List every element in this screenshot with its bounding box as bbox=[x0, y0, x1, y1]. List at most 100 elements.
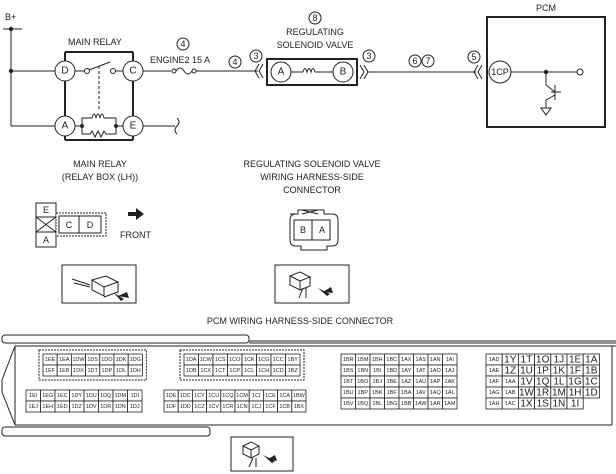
pin-label: 1BZ bbox=[288, 368, 299, 374]
valve-connector-shell bbox=[289, 209, 339, 251]
pin-label: 1BW bbox=[293, 393, 306, 399]
pin-label: 1D bbox=[585, 388, 598, 399]
pin-label: 1AO bbox=[430, 368, 442, 374]
pin-label: 1J bbox=[554, 355, 565, 366]
fuse-terminal bbox=[191, 68, 197, 74]
pin-label: 1CZ bbox=[194, 404, 205, 410]
pin-cell bbox=[127, 400, 143, 413]
pin-label: 1CW bbox=[200, 357, 213, 363]
fuse-terminal bbox=[171, 68, 177, 74]
pin-label: 1BS bbox=[343, 368, 354, 374]
pin-cell bbox=[566, 397, 584, 410]
pin-label: 1CS bbox=[215, 357, 226, 363]
pin-label: 1AK bbox=[445, 379, 456, 385]
connector-sketch bbox=[71, 275, 120, 298]
relay-pin-e-label: E bbox=[130, 121, 137, 132]
pin-label: 1U bbox=[520, 366, 533, 377]
pin-label: 1AX bbox=[401, 357, 412, 363]
pin-label: 1DM bbox=[114, 393, 126, 399]
pin-label: 1AP bbox=[430, 379, 441, 385]
pin-label: 1F bbox=[569, 366, 581, 377]
relay-coil-icon bbox=[82, 113, 116, 119]
valve-label: REGULATING bbox=[286, 27, 344, 37]
pin-label: 1BX bbox=[294, 404, 305, 410]
pin-label: 1DO bbox=[101, 357, 113, 363]
pin-label: 1AQ bbox=[430, 390, 442, 396]
callout-4 bbox=[176, 37, 190, 51]
pin-cell bbox=[291, 400, 307, 413]
housing-tab bbox=[1, 345, 16, 426]
pin-label: 1AW bbox=[415, 401, 428, 407]
pin-label: 1AN bbox=[430, 357, 441, 363]
pin-label: 1ED bbox=[57, 404, 68, 410]
pin-label: 1BJ bbox=[373, 379, 383, 385]
main-relay-connector-title: MAIN RELAY bbox=[73, 159, 127, 169]
valve-label: SOLENOID VALVE bbox=[277, 40, 354, 50]
pin-label: 1CR bbox=[222, 404, 233, 410]
pin-label: 1DD bbox=[180, 404, 191, 410]
pin-label: 1DI bbox=[130, 393, 139, 399]
callout-7-label: 7 bbox=[425, 56, 430, 66]
pin-label: 1BI bbox=[373, 368, 382, 374]
pin-label: 1DN bbox=[115, 404, 126, 410]
pin-label: 1AB bbox=[505, 390, 516, 396]
pin-label: 1BY bbox=[288, 357, 299, 363]
main-relay-connector-title: (RELAY BOX (LH)) bbox=[62, 172, 138, 182]
pin-label: 1CV bbox=[208, 404, 219, 410]
transistor-icon bbox=[545, 84, 561, 108]
pin-label: 1CL bbox=[244, 368, 254, 374]
pin-cell bbox=[442, 397, 458, 410]
pin-label: 1AU bbox=[415, 379, 426, 385]
valve-connector-title: CONNECTOR bbox=[283, 185, 341, 195]
pin-label: 1DB bbox=[186, 368, 197, 374]
callout-3 bbox=[362, 49, 376, 63]
pin-label: 1BC bbox=[386, 357, 397, 363]
pcm-label: PCM bbox=[536, 3, 556, 13]
valve-pin-a-label: A bbox=[278, 67, 285, 78]
fuse-icon bbox=[175, 67, 193, 75]
pin-label: 1CM bbox=[236, 393, 248, 399]
connector-right-icon bbox=[359, 64, 369, 80]
callout-4-label: 4 bbox=[180, 39, 185, 49]
pin-label: 1BF bbox=[387, 390, 398, 396]
pin-label: 1BP bbox=[358, 390, 369, 396]
blank-cavity-icon bbox=[35, 216, 57, 233]
connector-rail-top bbox=[1, 334, 250, 344]
pin-label: 1AZ bbox=[401, 379, 412, 385]
pin-label: 1N bbox=[553, 399, 566, 410]
valve-connector-title: WIRING HARNESS-SIDE bbox=[260, 172, 364, 182]
latch-icon bbox=[301, 209, 319, 215]
pcm-terminal bbox=[576, 68, 584, 76]
pin-label: 1EI bbox=[29, 393, 38, 399]
pin-label: 1B bbox=[585, 366, 598, 377]
pin-label: 1CJ bbox=[251, 404, 261, 410]
connector-view-icon bbox=[274, 264, 350, 304]
pin-label: 1CK bbox=[244, 357, 255, 363]
valve-conn-pin-a: A bbox=[319, 225, 325, 235]
pin-label: 1Y bbox=[504, 355, 517, 366]
pin-label: 1I bbox=[571, 399, 579, 410]
pin-label: 1BN bbox=[357, 368, 368, 374]
pin-label: 1BD bbox=[386, 368, 397, 374]
pin-label: 1CO bbox=[229, 357, 241, 363]
callout-3 bbox=[249, 49, 263, 63]
pin-label: 1BO bbox=[357, 379, 369, 385]
pin-label: 1P bbox=[537, 366, 550, 377]
pin-label: 1BE bbox=[387, 379, 398, 385]
pin-label: 1DU bbox=[86, 393, 97, 399]
pin-label: 1EC bbox=[57, 393, 68, 399]
pin-label: 1CI bbox=[252, 393, 261, 399]
callout-6-label: 6 bbox=[412, 56, 417, 66]
pin-label: 1DJ bbox=[130, 404, 140, 410]
valve-connector: REGULATING SOLENOID VALVE WIRING HARNESS… bbox=[243, 159, 381, 304]
pin-label: 1CD bbox=[273, 368, 284, 374]
pin-cell bbox=[127, 364, 143, 377]
callout-3-label: 3 bbox=[366, 51, 371, 61]
pin-label: 1EJ bbox=[29, 404, 39, 410]
pin-label: 1DY bbox=[71, 393, 82, 399]
power-label: B+ bbox=[5, 12, 16, 22]
valve-connector-title: REGULATING SOLENOID VALVE bbox=[243, 159, 380, 169]
relay-pin-a-label: A bbox=[62, 121, 69, 132]
front-arrow-icon bbox=[128, 208, 144, 220]
